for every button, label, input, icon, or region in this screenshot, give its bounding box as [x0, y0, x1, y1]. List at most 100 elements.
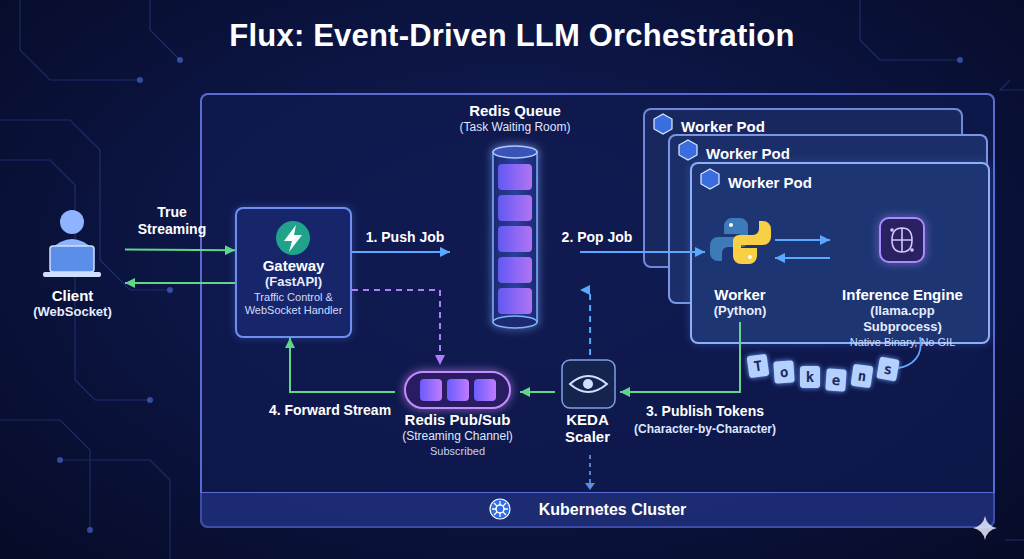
edge-label: True Streaming — [127, 204, 217, 238]
decor-shape — [860, 0, 960, 60]
keda-scaler: KEDA Scaler — [555, 355, 620, 450]
inference-engine: Inference Engine(llama.cpp Subprocess)Na… — [830, 212, 975, 337]
decor-shape — [137, 77, 143, 83]
decor-shape — [498, 288, 532, 314]
decor-shape — [892, 228, 912, 252]
gateway-box: Gateway(FastAPI)Traffic Control & WebSoc… — [235, 207, 352, 338]
decor-shape — [20, 0, 140, 80]
decor-shape — [583, 379, 593, 389]
decor-shape — [167, 287, 173, 293]
queue-cylinder — [493, 146, 537, 328]
decor-shape — [57, 457, 63, 463]
decor-shape — [710, 218, 748, 261]
decor-shape — [147, 397, 153, 403]
token-tile: k — [800, 366, 820, 388]
node-text: Gateway — [239, 257, 348, 274]
pubsub-channel: Redis Pub/Sub(Streaming Channel)Subscrib… — [395, 365, 520, 460]
flow-connector — [775, 239, 830, 241]
node-text: Redis Pub/Sub — [395, 411, 520, 428]
flow-connector — [775, 257, 830, 259]
node-text: (llama.cpp Subprocess) — [830, 303, 975, 335]
node-text: (WebSocket) — [20, 304, 125, 320]
token-tile: n — [851, 364, 874, 389]
fastapi-icon — [276, 221, 310, 255]
token-trail — [898, 337, 921, 368]
flow-connector — [352, 290, 440, 365]
node-text: Worker Pod — [706, 145, 906, 163]
node-text: Subscribed — [395, 444, 520, 458]
inference-chip-icon — [880, 218, 924, 262]
decor-shape — [733, 221, 771, 264]
node-text: KEDA Scaler — [555, 411, 620, 445]
python-logo — [710, 218, 771, 264]
node-text: (FastAPI) — [239, 274, 348, 290]
token-tile: s — [876, 356, 900, 381]
decor-shape — [0, 120, 170, 290]
decor-shape — [498, 195, 532, 221]
node-text: (Task Waiting Room) — [450, 119, 580, 135]
text-block: Worker(Python) — [705, 286, 775, 319]
edge-label: 3. Publish Tokens — [620, 403, 790, 420]
decor-shape — [957, 57, 963, 63]
flow-connector — [352, 251, 450, 253]
decor-shape — [890, 228, 894, 232]
node-text: Client — [20, 287, 125, 304]
decor-shape — [60, 210, 84, 234]
text-block: KEDA Scaler — [555, 411, 620, 445]
node-text: Worker Pod — [728, 174, 928, 192]
edge-label: 2. Pop Job — [542, 229, 652, 246]
flow-connector — [620, 322, 740, 392]
node-text: (Streaming Channel) — [395, 428, 520, 444]
decor-shape — [589, 455, 591, 484]
node-text: (Python) — [705, 303, 775, 319]
sparkle-watermark — [973, 516, 997, 540]
decor-shape — [284, 225, 302, 252]
token-tile: o — [773, 360, 794, 383]
decor-shape — [498, 164, 532, 190]
decor-shape — [1000, 80, 1024, 90]
worker-pod: Worker PodWorker(Python) Inference Engine… — [690, 162, 990, 344]
decor-shape — [0, 160, 150, 400]
decor-shape — [679, 140, 697, 160]
decor-shape — [898, 337, 921, 368]
decor-shape — [447, 379, 469, 401]
decor-shape — [177, 57, 183, 63]
text-block: Redis Pub/Sub(Streaming Channel)Subscrib… — [395, 411, 520, 458]
decor-shape — [405, 372, 510, 408]
decor-shape — [880, 218, 924, 262]
diagram-title: Flux: Event-Driven LLM Orchestration — [0, 18, 1024, 54]
node-text: Worker Pod — [681, 118, 881, 136]
decor-shape — [87, 527, 93, 533]
note-label: (Character-by-Character) — [634, 422, 776, 436]
node-text: Native Binary, No GIL — [830, 336, 975, 349]
decor-shape — [570, 376, 607, 392]
node-text: Worker — [705, 286, 775, 303]
text-block: Worker Pod — [728, 174, 928, 192]
flow-connector — [125, 249, 235, 252]
client-icon — [43, 210, 101, 277]
decor-shape — [498, 226, 532, 252]
keda-eye-icon — [562, 360, 615, 408]
decor-shape — [748, 255, 752, 259]
decor-shape — [0, 420, 90, 530]
pod-cube-icons — [654, 114, 719, 189]
text-block: Gateway(FastAPI)Traffic Control & WebSoc… — [239, 257, 348, 317]
worker-pod: Worker Pod — [668, 134, 988, 304]
decor-shape — [493, 146, 537, 158]
decor-shape — [276, 221, 310, 255]
decor-shape — [50, 246, 94, 272]
circuit-dots — [57, 57, 963, 533]
token-tile: T — [747, 354, 770, 379]
flow-connector — [290, 338, 395, 392]
flow-connector — [125, 282, 235, 284]
decor-shape — [420, 379, 442, 401]
decor-shape — [50, 239, 94, 250]
text-block: Redis Queue(Task Waiting Room) — [450, 102, 580, 135]
node-text: Traffic Control & WebSocket Handler — [239, 291, 348, 317]
text-block: Worker Pod — [706, 145, 906, 163]
